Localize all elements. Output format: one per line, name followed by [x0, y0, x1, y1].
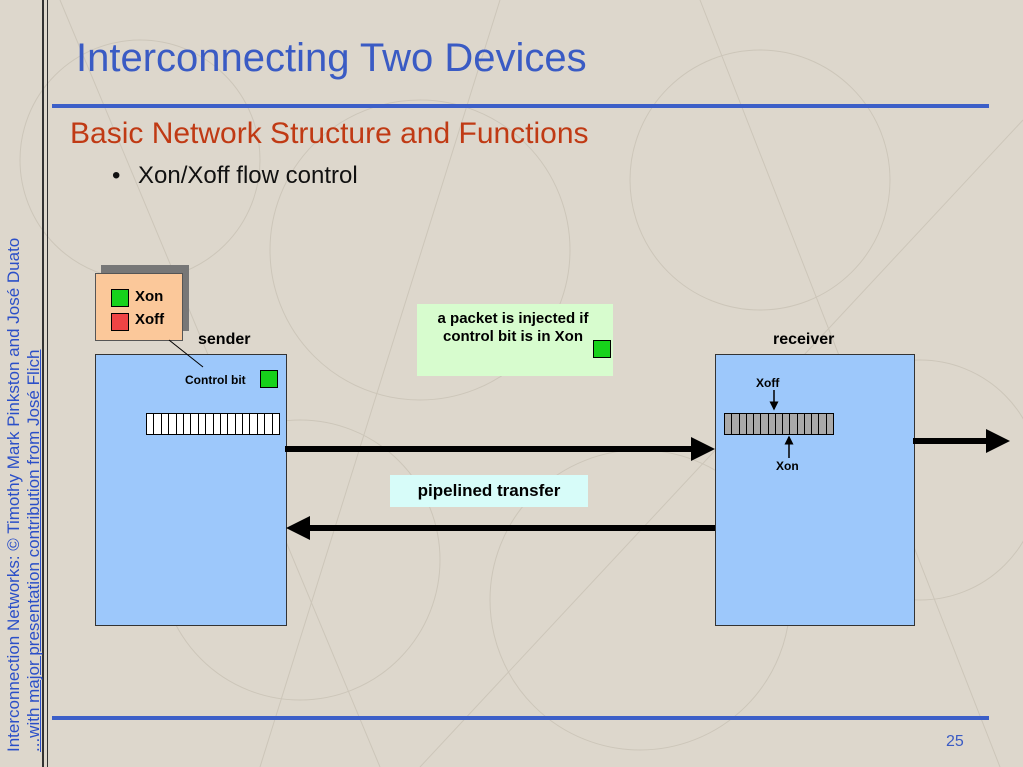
footer-rule — [52, 716, 989, 720]
slide-title: Interconnecting Two Devices — [76, 36, 587, 80]
xon-legend-swatch — [111, 289, 129, 307]
note-xon-indicator — [593, 340, 611, 358]
page-number: 25 — [946, 733, 964, 750]
left-border-line — [42, 0, 44, 767]
injection-note-text: a packet is injected if control bit is i… — [437, 310, 589, 345]
xoff-legend-label: Xoff — [135, 311, 165, 328]
bullet-item: • Xon/Xoff flow control — [112, 162, 358, 190]
legend-box: Xon Xoff — [95, 273, 183, 341]
receiver-label: receiver — [773, 331, 835, 348]
reverse-link-arrowhead — [286, 516, 310, 540]
bullet-text: Xon/Xoff flow control — [138, 162, 358, 189]
receiver-buffer — [724, 413, 834, 435]
control-bit-label: Control bit — [185, 373, 246, 387]
left-border-line-inner — [47, 0, 48, 767]
output-link-arrowhead — [986, 429, 1010, 453]
xoff-legend-swatch — [111, 313, 129, 331]
forward-link-arrowhead — [691, 437, 715, 461]
control-bit-indicator — [260, 370, 278, 388]
slide-subtitle: Basic Network Structure and Functions — [70, 117, 589, 150]
xon-threshold-label: Xon — [776, 459, 799, 473]
xon-legend-label: Xon — [135, 288, 164, 305]
legend-pointer-line — [168, 339, 204, 368]
title-rule — [52, 104, 989, 108]
xoff-threshold-label: Xoff — [756, 376, 780, 390]
sender-buffer — [146, 413, 280, 435]
pipelined-transfer-box: pipelined transfer — [390, 475, 588, 507]
sender-device: Control bit — [95, 354, 287, 626]
receiver-device: Xoff Xon — [715, 354, 915, 626]
sender-label: sender — [198, 331, 251, 348]
pipelined-transfer-label: pipelined transfer — [417, 481, 561, 500]
injection-note: a packet is injected if control bit is i… — [417, 304, 613, 376]
bullet-dot: • — [112, 162, 121, 189]
